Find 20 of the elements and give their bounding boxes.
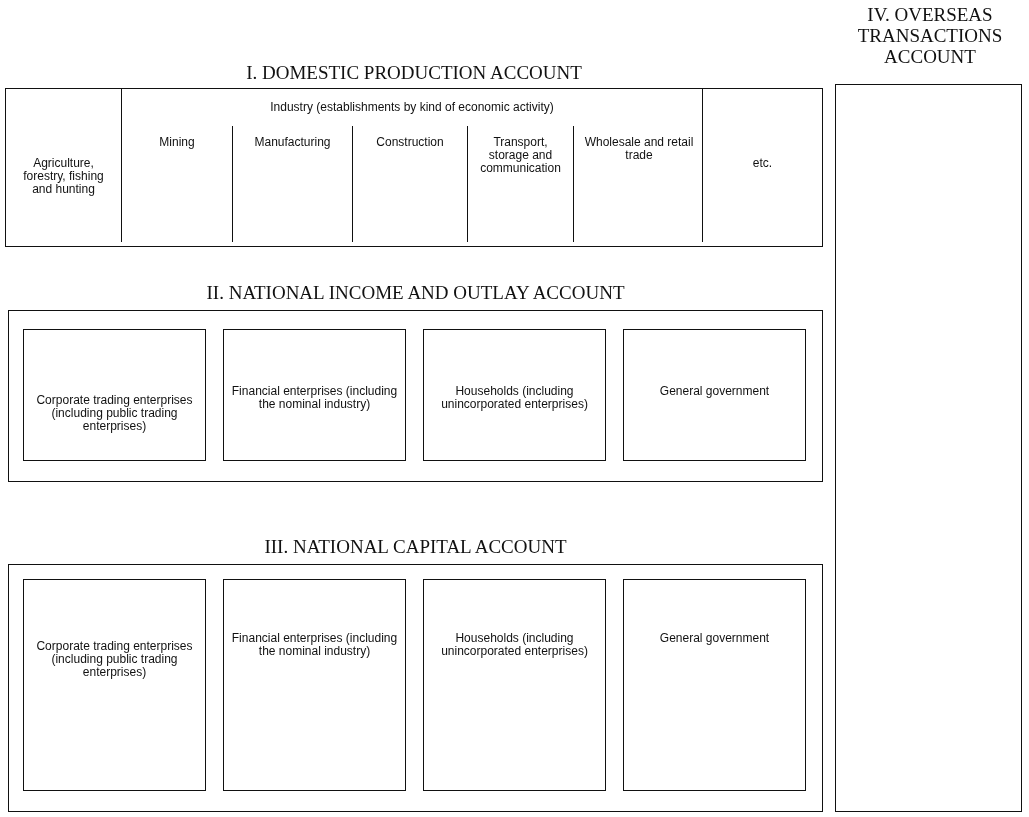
column-cell: Transport, storage and communication bbox=[467, 126, 573, 242]
column-cell: Agriculture, forestry, fishing and hunting bbox=[6, 89, 121, 242]
column-cell: Manufacturing bbox=[232, 126, 352, 242]
sector-box: Corporate trading enterprises (including public trading enterprises) bbox=[23, 579, 206, 791]
account-title: III. NATIONAL CAPITAL ACCOUNT bbox=[263, 536, 568, 557]
account-title: I. DOMESTIC PRODUCTION ACCOUNT bbox=[245, 62, 583, 83]
account-title: IV. OVERSEAS TRANSACTIONS ACCOUNT bbox=[856, 4, 1004, 67]
column-cell: Wholesale and retail trade bbox=[573, 126, 704, 242]
sector-box: Corporate trading enterprises (including public trading enterprises) bbox=[23, 329, 206, 461]
column-cell: Mining bbox=[122, 126, 232, 242]
sector-box: Households (including unincorporated enterprises) bbox=[423, 329, 606, 461]
sector-box: General government bbox=[623, 579, 806, 791]
column-cell: etc. bbox=[703, 89, 822, 242]
sector-box: General government bbox=[623, 329, 806, 461]
sector-box: Financial enterprises (including the nominal industry) bbox=[223, 329, 406, 461]
column-heading: Industry (establishments by kind of economic activity) bbox=[269, 101, 555, 114]
column-cell: Construction bbox=[352, 126, 467, 242]
sector-box: Financial enterprises (including the nominal industry) bbox=[223, 579, 406, 791]
account-title: II. NATIONAL INCOME AND OUTLAY ACCOUNT bbox=[205, 282, 626, 303]
sector-box: Households (including unincorporated enterprises) bbox=[423, 579, 606, 791]
